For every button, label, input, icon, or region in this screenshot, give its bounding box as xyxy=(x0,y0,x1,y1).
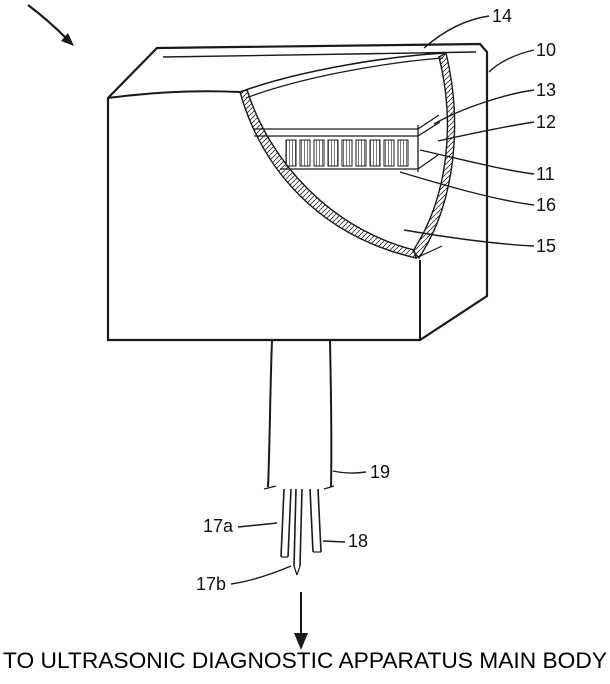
label-17a: 17a xyxy=(203,516,234,536)
leader-lines xyxy=(230,15,535,585)
down-arrow xyxy=(294,592,308,650)
leader-15 xyxy=(403,229,535,247)
label-13: 13 xyxy=(536,80,556,100)
leader-13 xyxy=(433,89,535,125)
leader-17a xyxy=(237,522,278,528)
label-16: 16 xyxy=(536,195,556,215)
leader-12 xyxy=(437,121,535,142)
label-18: 18 xyxy=(348,531,368,551)
figure-pointer-arrow xyxy=(27,4,74,46)
leader-10 xyxy=(488,49,535,73)
wire-18 xyxy=(309,488,314,553)
label-17b: 17b xyxy=(196,574,226,594)
leader-17b xyxy=(230,565,292,585)
leader-11 xyxy=(419,149,535,175)
leader-14 xyxy=(423,15,490,49)
acoustic-lens-strip xyxy=(162,51,477,58)
transducer-element-array xyxy=(285,139,409,167)
matching-layer-stack xyxy=(254,114,441,172)
label-19: 19 xyxy=(370,462,390,482)
label-11: 11 xyxy=(536,164,555,184)
leader-18 xyxy=(322,540,346,543)
caption: TO ULTRASONIC DIAGNOSTIC APPARATUS MAIN … xyxy=(3,648,607,673)
wire-17b xyxy=(293,488,297,567)
reference-numerals: 14 10 13 12 11 16 15 19 17a 18 17b xyxy=(196,6,556,594)
leader-19 xyxy=(332,470,367,474)
label-12: 12 xyxy=(536,112,556,132)
cable-wires xyxy=(280,488,322,576)
label-14: 14 xyxy=(492,6,512,26)
label-10: 10 xyxy=(536,40,556,60)
leader-16 xyxy=(399,171,535,206)
wire-17a xyxy=(280,488,285,558)
label-15: 15 xyxy=(536,236,556,256)
probe-cable xyxy=(263,340,335,490)
